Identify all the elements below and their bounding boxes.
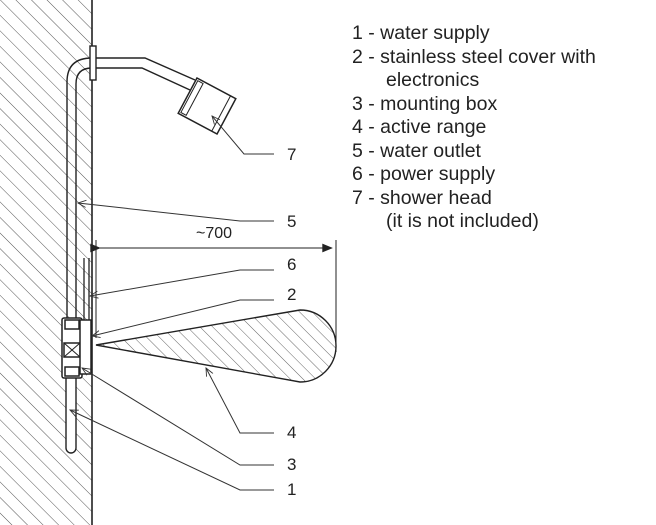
callout-4: 4 xyxy=(287,423,296,442)
legend-item: 3 - mounting box xyxy=(352,92,498,115)
callout-3: 3 xyxy=(287,455,296,474)
legend-item: 4 - active range xyxy=(352,116,487,138)
legend-item: 5 - water outlet xyxy=(352,139,481,162)
callout-1: 1 xyxy=(287,480,296,499)
mounting-box xyxy=(61,317,83,379)
dimension-label: ~700 xyxy=(196,225,232,242)
legend-item-continuation: electronics xyxy=(386,69,480,91)
callout-6: 6 xyxy=(287,255,296,274)
dimension-line: ~700 xyxy=(90,225,337,352)
legend-item: 2 - stainless steel cover with xyxy=(352,45,596,68)
callout-7: 7 xyxy=(287,145,296,164)
callout-2: 2 xyxy=(287,285,296,304)
wall xyxy=(0,0,93,525)
active-range-area xyxy=(95,309,337,383)
power-supply-cable xyxy=(83,258,90,320)
water-supply-pipe xyxy=(65,378,77,454)
leader-lines xyxy=(70,116,274,491)
shower-head-icon xyxy=(177,76,237,136)
legend-item: 6 - power supply xyxy=(352,163,496,185)
callout-5: 5 xyxy=(287,212,296,231)
legend-item: 1 - water supply xyxy=(352,22,490,44)
water-outlet-pipe xyxy=(66,45,196,318)
legend-item: 7 - shower head xyxy=(352,186,492,209)
legend: 1 - water supply 2 - stainless steel cov… xyxy=(352,22,596,234)
stainless-steel-cover xyxy=(79,319,92,375)
legend-item-continuation: (it is not included) xyxy=(386,210,539,232)
